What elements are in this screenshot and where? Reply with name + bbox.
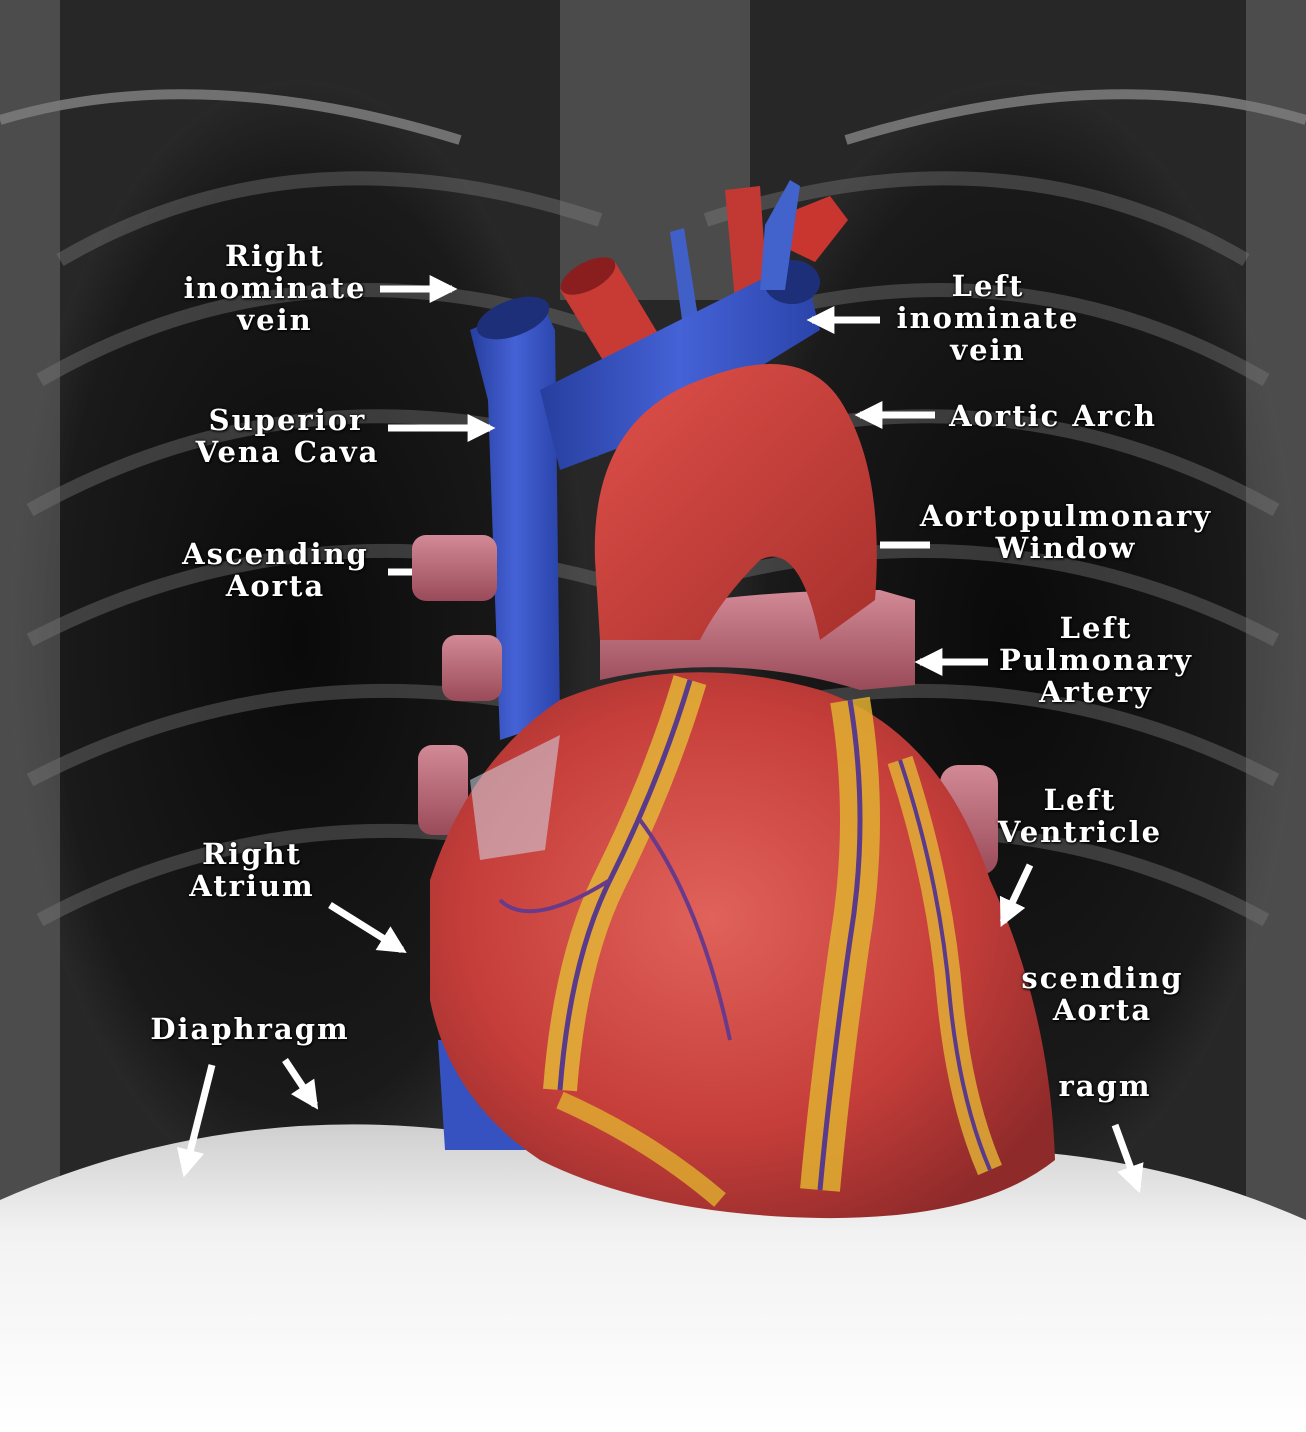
- label-line: vein: [893, 334, 1083, 366]
- label-left-pulmonary-artery: Left Pulmonary Artery: [995, 612, 1197, 708]
- label-line: Vena Cava: [185, 436, 390, 468]
- label-line: Right: [180, 240, 370, 272]
- label-line: scending: [1015, 962, 1190, 994]
- label-superior-vena-cava: Superior Vena Cava: [185, 404, 390, 468]
- label-line: Window: [916, 532, 1216, 564]
- label-left-ventricle: Left Ventricle: [995, 784, 1165, 848]
- label-descending-aorta-partial: scending Aorta: [1015, 962, 1190, 1026]
- right-pulmonary-artery-illustration: [412, 535, 497, 601]
- label-line: Left: [995, 784, 1165, 816]
- label-line: Aorta: [178, 570, 373, 602]
- label-line: Ascending: [178, 538, 373, 570]
- label-line: inominate: [180, 272, 370, 304]
- label-line: Aortic Arch: [942, 400, 1164, 432]
- label-diaphragm: Diaphragm: [145, 1013, 355, 1045]
- label-line: inominate: [893, 302, 1083, 334]
- label-aortopulmonary-window: Aortopulmonary Window: [916, 500, 1216, 564]
- label-ascending-aorta: Ascending Aorta: [178, 538, 373, 602]
- label-line: Left: [893, 270, 1083, 302]
- label-line: vein: [180, 304, 370, 336]
- label-line: Artery: [995, 676, 1197, 708]
- label-line: Atrium: [182, 870, 322, 902]
- label-diaphragm-partial: ragm: [1050, 1070, 1160, 1102]
- label-line: Diaphragm: [145, 1013, 355, 1045]
- label-left-inominate-vein: Left inominate vein: [893, 270, 1083, 366]
- label-right-inominate-vein: Right inominate vein: [180, 240, 370, 336]
- label-line: Right: [182, 838, 322, 870]
- label-line: Superior: [185, 404, 390, 436]
- label-right-atrium: Right Atrium: [182, 838, 322, 902]
- label-line: Ventricle: [995, 816, 1165, 848]
- label-line: ragm: [1050, 1070, 1160, 1102]
- label-line: Aortopulmonary: [916, 500, 1216, 532]
- label-line: Left: [995, 612, 1197, 644]
- spine-shadow: [560, 0, 750, 300]
- label-line: Aorta: [1015, 994, 1190, 1026]
- label-line: Pulmonary: [995, 644, 1197, 676]
- label-aortic-arch: Aortic Arch: [942, 400, 1164, 432]
